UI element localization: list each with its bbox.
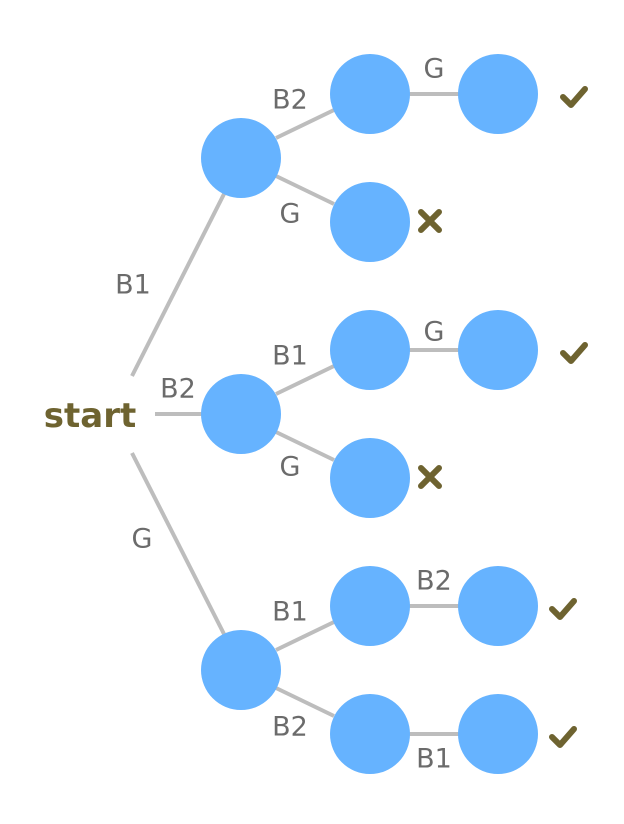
edge-label-b1-b2-g: G — [424, 54, 445, 85]
edge-label-g: G — [132, 524, 153, 555]
edge-b2-b1 — [275, 364, 335, 396]
node-b1 — [201, 118, 281, 198]
edge-label-b2-b1-g: G — [424, 317, 445, 348]
node-b2 — [201, 374, 281, 454]
edge-label-g-b1-b2: B2 — [416, 566, 452, 597]
node-b1-b2 — [330, 54, 410, 134]
node-b2-b1 — [330, 310, 410, 390]
node-g-b2-b1 — [458, 694, 538, 774]
edge-g-b2 — [275, 686, 335, 718]
node-g-b2 — [330, 694, 410, 774]
node-g-b1-b2 — [458, 566, 538, 646]
edge-g-b1 — [275, 620, 335, 652]
start-label: start — [44, 396, 136, 436]
edge-label-b1-b2: B2 — [272, 85, 308, 116]
edge-label-g-b2: B2 — [272, 712, 308, 743]
edge-label-b2: B2 — [160, 374, 196, 405]
edge-label-b2-g: G — [280, 452, 301, 483]
edge-label-b1-g: G — [280, 199, 301, 230]
edge-b1-b2 — [275, 108, 335, 140]
node-b2-g — [330, 438, 410, 518]
check-icon — [560, 342, 588, 364]
edge-label-g-b2-b1: B1 — [416, 744, 452, 775]
check-icon — [560, 86, 588, 108]
node-g-b1 — [330, 566, 410, 646]
check-icon — [549, 726, 577, 748]
check-icon — [549, 598, 577, 620]
edge-start-b1 — [130, 193, 226, 377]
edge-label-b1: B1 — [115, 270, 151, 301]
node-b2-b1-g — [458, 310, 538, 390]
node-b1-b2-g — [458, 54, 538, 134]
node-g — [201, 630, 281, 710]
cross-icon — [418, 209, 442, 233]
edge-b1-g — [275, 174, 335, 206]
edge-label-g-b1: B1 — [272, 597, 308, 628]
node-b1-g — [330, 182, 410, 262]
edge-b2-g — [275, 430, 335, 462]
edge-start-g — [130, 452, 226, 635]
cross-icon — [418, 465, 442, 489]
edge-label-b2-b1: B1 — [272, 341, 308, 372]
